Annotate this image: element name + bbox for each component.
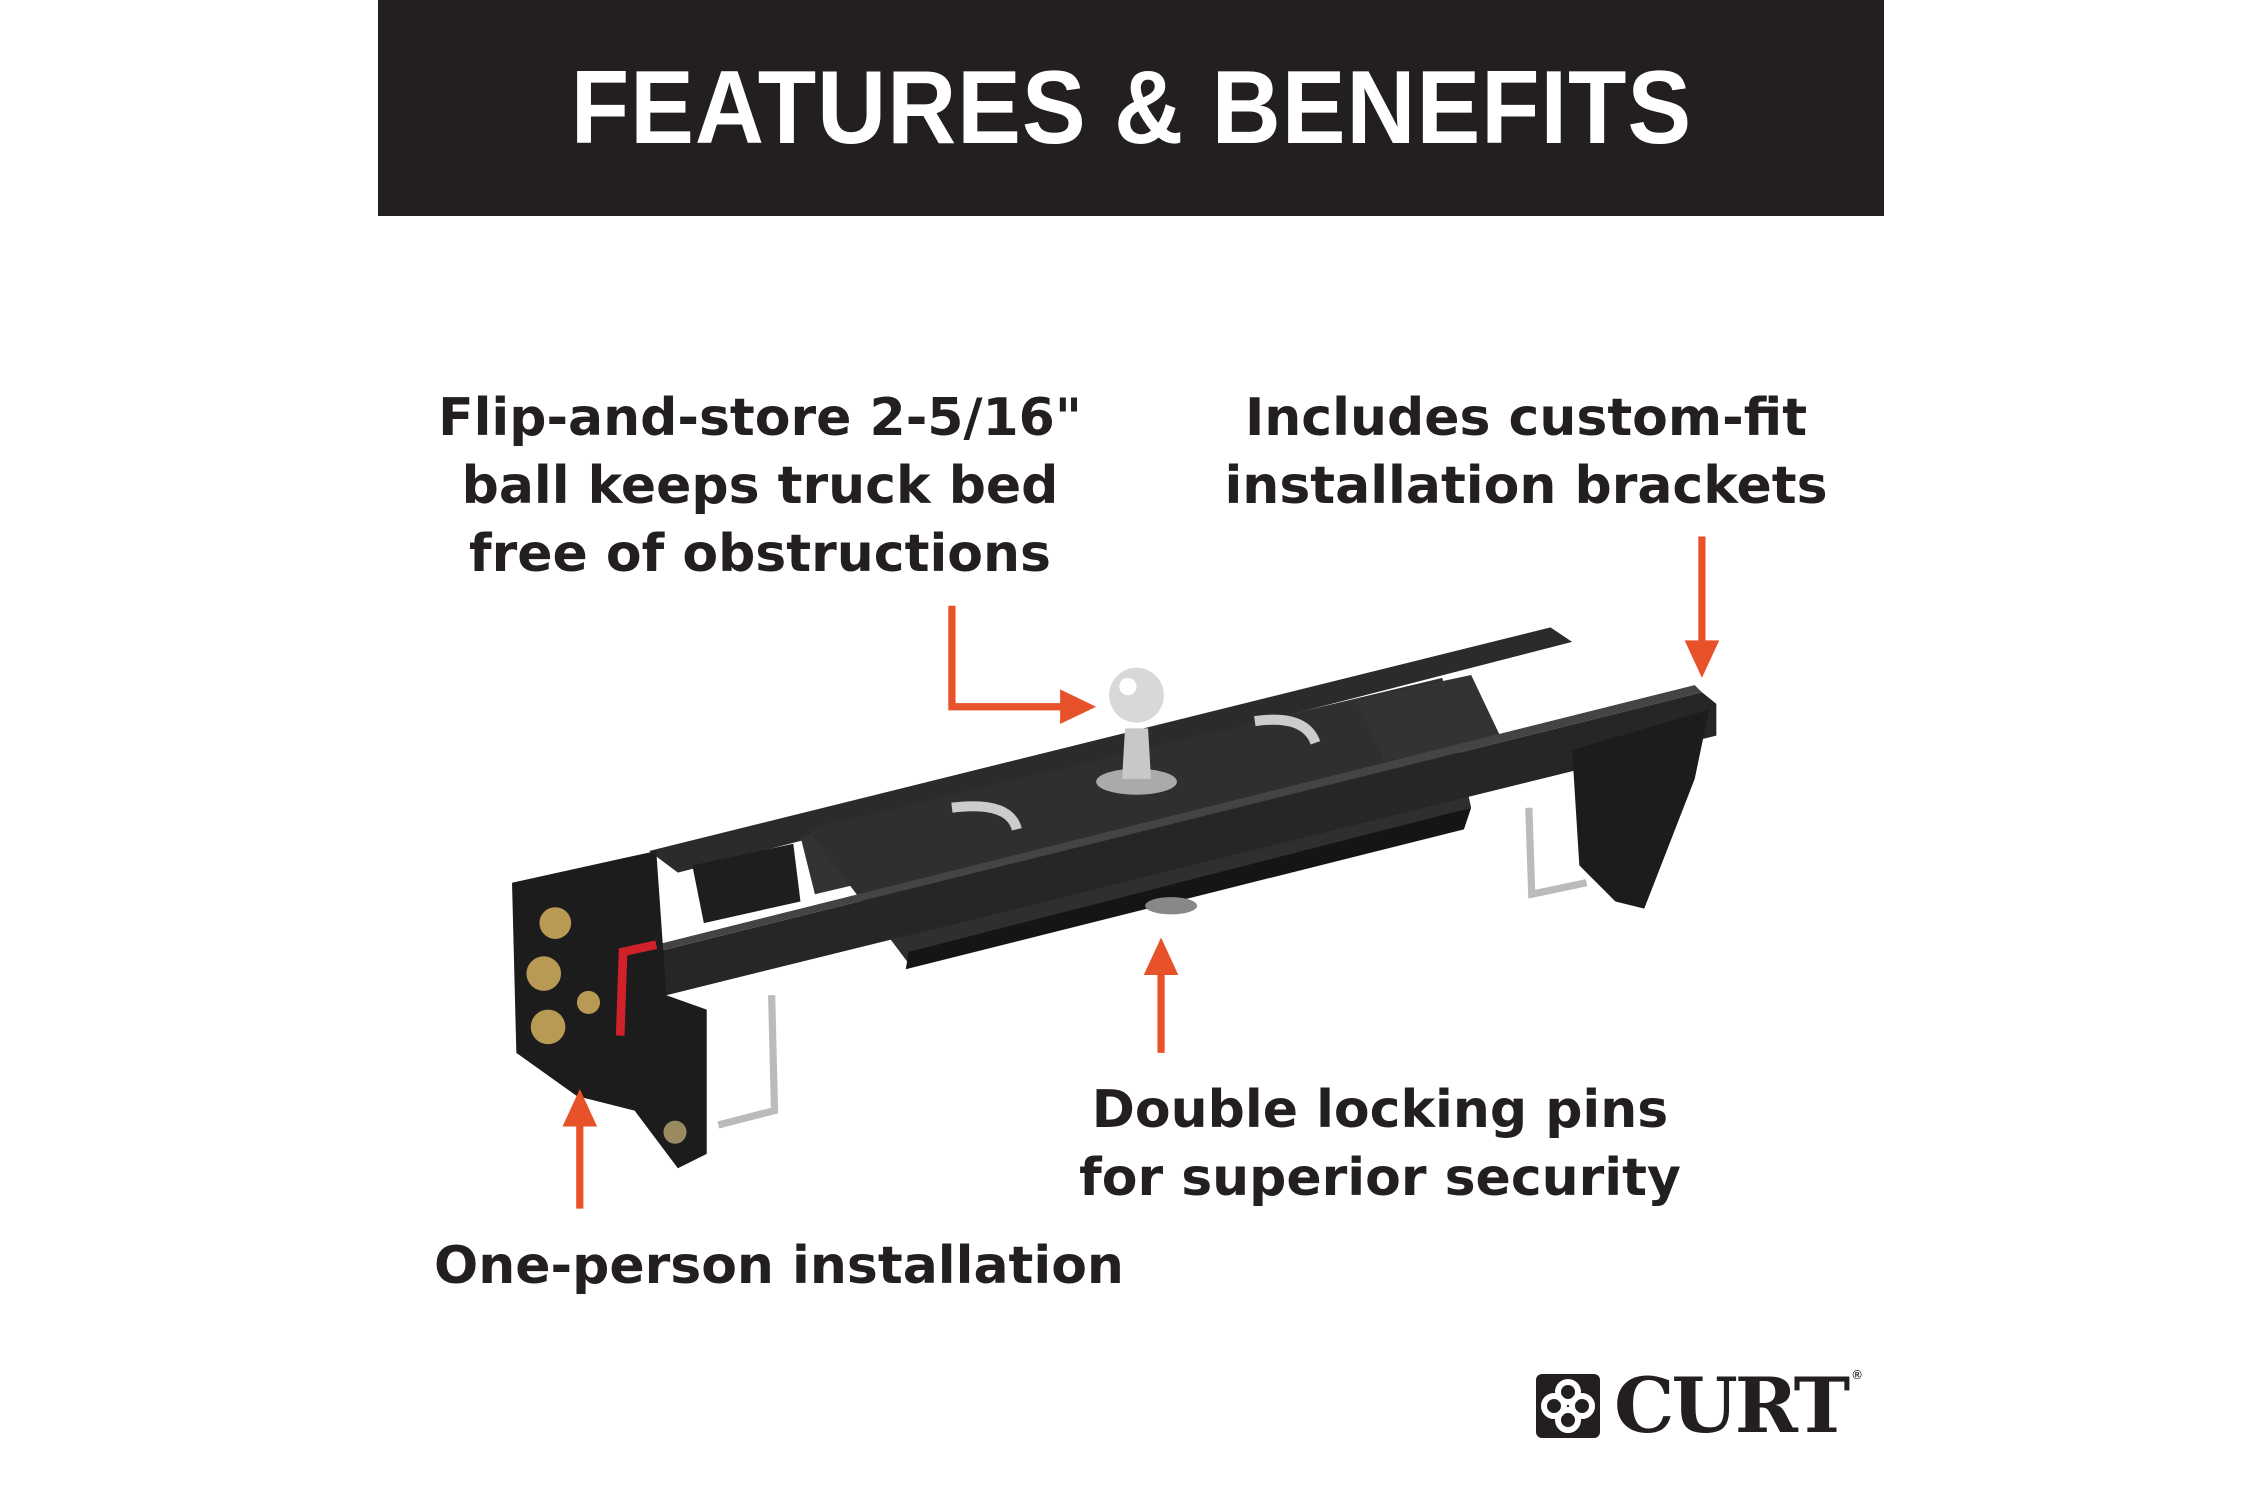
callout-line: Flip-and-store 2-5/16"	[438, 388, 1082, 448]
callout-line: for superior security	[1079, 1148, 1681, 1208]
curt-logo-mark-icon	[1536, 1374, 1600, 1438]
curt-logo: CURT ®	[1536, 1368, 1863, 1444]
header-banner: FEATURES & BENEFITS	[378, 0, 1884, 216]
callout-line: Double locking pins	[1091, 1080, 1669, 1140]
callout-line: Includes custom-fit	[1244, 388, 1808, 448]
arrowhead-install	[562, 1088, 598, 1127]
arrowhead-brackets	[1684, 640, 1720, 678]
callout-line: One-person installation	[434, 1236, 1124, 1296]
arrowhead-pins	[1143, 937, 1179, 975]
callout-line: installation brackets	[1224, 456, 1828, 516]
arrow-ball	[948, 605, 1068, 711]
callout-one-person: One-person installation	[434, 1232, 1124, 1300]
callout-line: ball keeps truck bed	[461, 456, 1059, 516]
hitch-product-image	[512, 627, 1717, 1169]
registered-mark: ®	[1851, 1368, 1864, 1382]
callout-locking-pins: Double locking pins for superior securit…	[1079, 1076, 1681, 1212]
callout-flip-ball: Flip-and-store 2-5/16" ball keeps truck …	[438, 384, 1082, 588]
callout-line: free of obstructions	[469, 524, 1051, 584]
brand-name: CURT	[1614, 1361, 1850, 1450]
callout-brackets: Includes custom-fit installation bracket…	[1224, 384, 1827, 520]
page-title: FEATURES & BENEFITS	[570, 49, 1692, 166]
arrowhead-ball	[1060, 689, 1097, 725]
